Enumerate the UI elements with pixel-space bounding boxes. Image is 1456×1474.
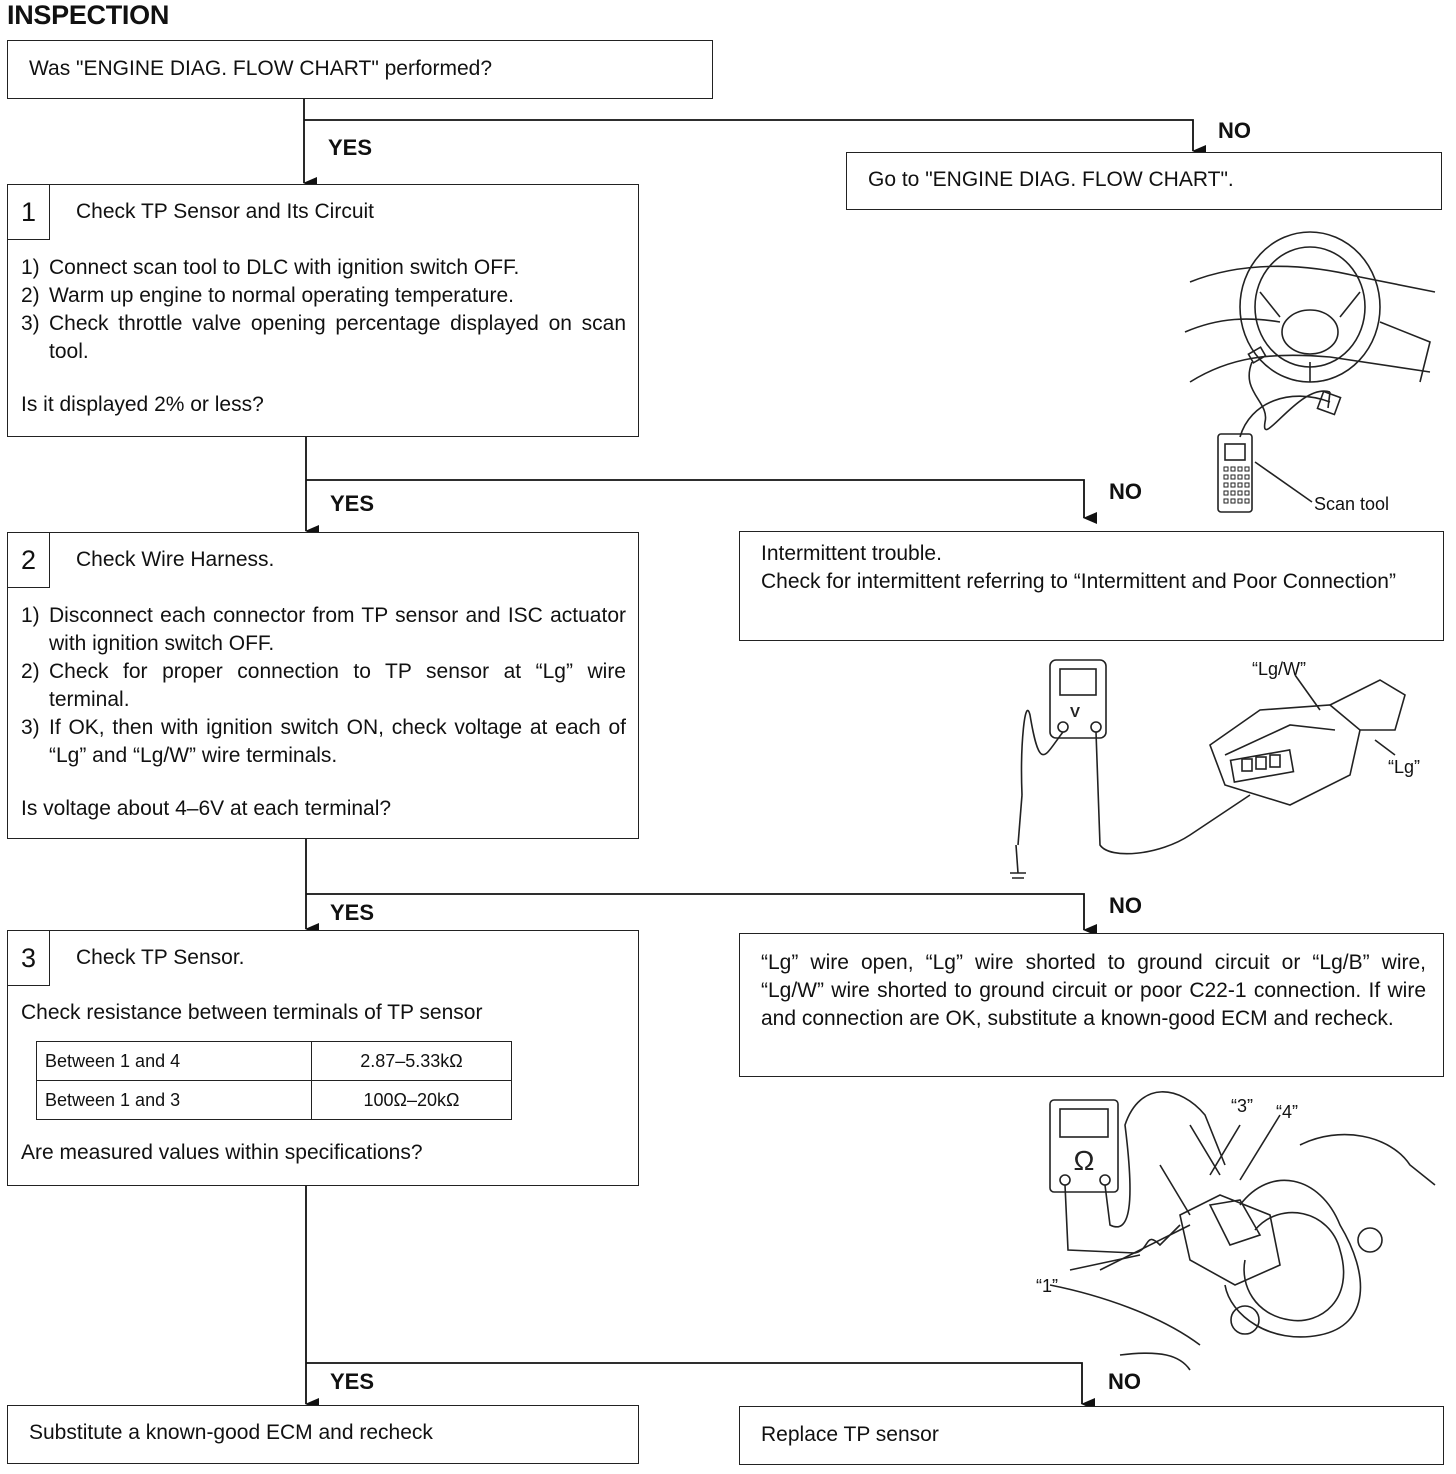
ohmmeter-sensor-illustration: Ω <box>1049 1091 1436 1371</box>
sensor-terminal-label: “3” <box>1231 1096 1253 1116</box>
start-no-action-text: Go to "ENGINE DIAG. FLOW CHART". <box>868 168 1234 191</box>
step-3-yes-action-text: Substitute a known-good ECM and recheck <box>29 1421 433 1444</box>
start-question-text: Was "ENGINE DIAG. FLOW CHART" performed? <box>29 57 492 80</box>
step-3-intro: Check resistance between terminals of TP… <box>21 1001 483 1024</box>
step-1-box: 1 Check TP Sensor and Its Circuit 1)Conn… <box>7 184 639 437</box>
no-label: NO <box>1109 479 1142 504</box>
step-3-no-action-text: Replace TP sensor <box>761 1423 939 1446</box>
list-item: 3)If OK, then with ignition switch ON, c… <box>21 716 626 767</box>
no-label: NO <box>1218 118 1251 143</box>
sensor-terminal-label: “1” <box>1036 1276 1058 1296</box>
arrow-step1-no <box>306 479 1097 524</box>
step-2-no-action-text: “Lg” wire open, “Lg” wire shorted to gro… <box>761 951 1426 1030</box>
no-label: NO <box>1109 893 1142 918</box>
resistance-table: Between 1 and 4 2.87–5.33kΩ Between 1 an… <box>36 1041 512 1120</box>
step-title: Check TP Sensor. <box>76 946 245 969</box>
arrow-step2-no <box>306 893 1097 936</box>
sensor-terminal-label: “4” <box>1276 1102 1298 1122</box>
no-label: NO <box>1108 1369 1141 1394</box>
start-no-action-box: Go to "ENGINE DIAG. FLOW CHART". <box>846 152 1442 210</box>
yes-label: YES <box>328 135 373 160</box>
step-2-box: 2 Check Wire Harness. 1)Disconnect each … <box>7 532 639 839</box>
step-2-no-action-box: “Lg” wire open, “Lg” wire shorted to gro… <box>739 933 1444 1077</box>
yes-label: YES <box>330 1369 375 1394</box>
table-cell: Between 1 and 4 <box>36 1041 312 1081</box>
list-item: 2)Check for proper connection to TP sens… <box>21 660 626 711</box>
page-title: INSPECTION <box>7 0 170 30</box>
table-cell: Between 1 and 3 <box>36 1080 312 1120</box>
scan-tool-illustration <box>1184 231 1436 513</box>
step-question: Is voltage about 4–6V at each terminal? <box>21 797 392 820</box>
arrow-step3-no <box>306 1362 1095 1410</box>
step-question: Is it displayed 2% or less? <box>21 393 264 416</box>
table-row: Between 1 and 4 2.87–5.33kΩ <box>36 1041 512 1081</box>
list-item: 1)Disconnect each connector from TP sens… <box>21 604 626 655</box>
ohmmeter-symbol: Ω <box>1074 1145 1095 1176</box>
yes-label: YES <box>330 900 375 925</box>
step-1-no-action-line: Intermittent trouble. <box>761 542 942 565</box>
step-number: 2 <box>8 533 50 588</box>
scan-tool-label: Scan tool <box>1314 494 1390 514</box>
list-item: 1)Connect scan tool to DLC with ignition… <box>21 256 520 279</box>
step-3-yes-action-box: Substitute a known-good ECM and recheck <box>7 1405 639 1464</box>
step-2-instructions: 1)Disconnect each connector from TP sens… <box>21 602 626 770</box>
voltmeter-symbol: V <box>1070 704 1080 721</box>
step-number: 3 <box>8 931 50 986</box>
step-title: Check TP Sensor and Its Circuit <box>76 200 375 223</box>
voltmeter-connector-illustration: V <box>1010 659 1406 879</box>
yes-label: YES <box>330 491 375 516</box>
list-item: 3)Check throttle valve opening percentag… <box>21 312 626 363</box>
connector-label: “Lg/W” <box>1252 659 1306 679</box>
step-1-no-action-box: Intermittent trouble. Check for intermit… <box>739 531 1444 641</box>
start-question-box: Was "ENGINE DIAG. FLOW CHART" performed? <box>7 40 713 99</box>
step-title: Check Wire Harness. <box>76 548 275 571</box>
step-3-no-action-box: Replace TP sensor <box>739 1406 1444 1465</box>
step-number: 1 <box>8 185 50 240</box>
table-cell: 2.87–5.33kΩ <box>311 1041 512 1081</box>
step-1-instructions: 1)Connect scan tool to DLC with ignition… <box>21 254 626 366</box>
step-3-box: 3 Check TP Sensor. Check resistance betw… <box>7 930 639 1186</box>
table-row: Between 1 and 3 100Ω–20kΩ <box>36 1080 512 1120</box>
connector-label: “Lg” <box>1388 757 1421 777</box>
arrow-start-no <box>304 119 1206 157</box>
list-item: 2)Warm up engine to normal operating tem… <box>21 284 514 307</box>
step-1-no-action-line: Check for intermittent referring to “Int… <box>761 570 1396 593</box>
table-cell: 100Ω–20kΩ <box>311 1080 512 1120</box>
step-question: Are measured values within specification… <box>21 1141 423 1164</box>
